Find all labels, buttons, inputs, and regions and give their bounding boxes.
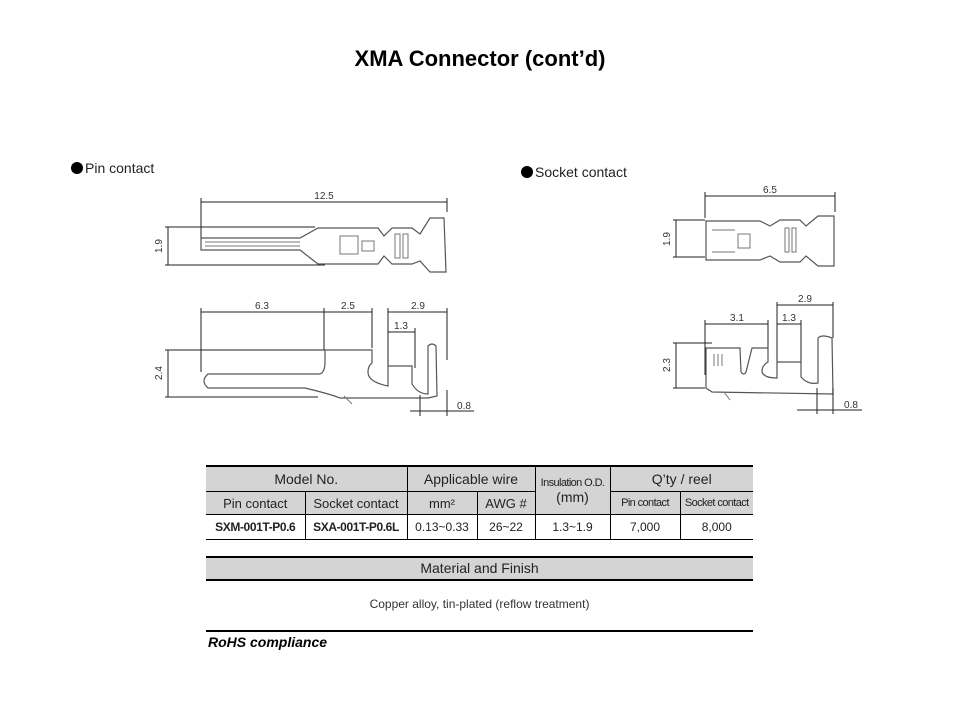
bullet-icon [71, 162, 83, 174]
header-insulation-unit: (mm) [556, 488, 589, 505]
header-model-no: Model No. [206, 465, 408, 492]
socket-dim-c: 2.9 [798, 294, 812, 305]
pin-dim-a: 6.3 [255, 301, 269, 312]
cell-pin-model: SXM-001T-P0.6 [206, 514, 306, 540]
socket-contact-side-view: 3.1 2.9 1.3 2.3 0.8 [662, 294, 862, 414]
pin-contact-side-view: 6.3 2.5 2.9 1.3 2.4 0.8 [154, 301, 474, 416]
pin-window [339, 235, 359, 255]
header-qty-reel: Q’ty / reel [609, 465, 753, 492]
pin-body-outline [200, 217, 447, 273]
table-subheader-row: Pin contact Socket contact mm² AWG # Pin… [206, 491, 753, 515]
pin-thickness: 0.8 [457, 401, 471, 412]
socket-length-label: 6.5 [763, 185, 777, 196]
socket-dim-d: 1.3 [782, 313, 796, 324]
socket-thickness: 0.8 [844, 400, 858, 411]
cell-socket-model: SXA-001T-P0.6L [304, 514, 408, 540]
page-title: XMA Connector (cont’d) [354, 46, 606, 71]
divider [206, 630, 753, 632]
header-qty-socket: Socket contact [679, 491, 753, 515]
pin-contact-label: Pin contact [71, 160, 154, 176]
spec-table: Model No. Applicable wire Insulation O.D… [206, 465, 753, 540]
pin-height-label: 1.9 [154, 239, 165, 253]
header-qty-pin: Pin contact [609, 491, 681, 515]
table-row: SXM-001T-P0.6 SXA-001T-P0.6L 0.13~0.33 2… [206, 514, 753, 540]
pin-side-outline [203, 343, 438, 399]
bullet-icon [521, 166, 533, 178]
socket-body-outline [705, 215, 835, 267]
pin-dim-d: 1.3 [394, 321, 408, 332]
rohs-compliance-label: RoHS compliance [208, 634, 328, 650]
header-mm2: mm² [406, 491, 478, 515]
pin-dim-c: 2.9 [411, 301, 425, 312]
table-header-row: Model No. Applicable wire Insulation O.D… [206, 465, 753, 515]
socket-contact-label: Socket contact [521, 164, 627, 180]
pin-side-height: 2.4 [154, 366, 165, 380]
pin-length-label: 12.5 [314, 191, 334, 202]
cell-insulation: 1.3~1.9 [534, 514, 611, 540]
socket-side-height: 2.3 [662, 358, 673, 372]
header-pin-contact: Pin contact [206, 491, 306, 515]
header-applicable-wire: Applicable wire [406, 465, 536, 492]
pin-contact-top-view: 12.5 1.9 [154, 191, 448, 273]
header-insulation-od-text: Insulation O.D. [540, 476, 605, 489]
header-awg: AWG # [476, 491, 536, 515]
socket-contact-label-text: Socket contact [535, 164, 627, 180]
header-socket-contact: Socket contact [304, 491, 408, 515]
material-value: Copper alloy, tin-plated (reflow treatme… [369, 597, 590, 611]
pin-dim-b: 2.5 [341, 301, 355, 312]
pin-contact-label-text: Pin contact [85, 160, 155, 176]
socket-side-outline [705, 335, 834, 395]
cell-qty-pin: 7,000 [609, 514, 681, 540]
socket-height-label: 1.9 [662, 232, 673, 246]
cell-mm2: 0.13~0.33 [406, 514, 478, 540]
material-header: Material and Finish [206, 556, 753, 581]
cell-awg: 26~22 [476, 514, 536, 540]
cell-qty-socket: 8,000 [679, 514, 753, 540]
socket-contact-top-view: 6.5 1.9 [662, 185, 836, 267]
socket-dim-a: 3.1 [730, 313, 744, 324]
header-insulation-od: Insulation O.D. (mm) [534, 465, 611, 515]
